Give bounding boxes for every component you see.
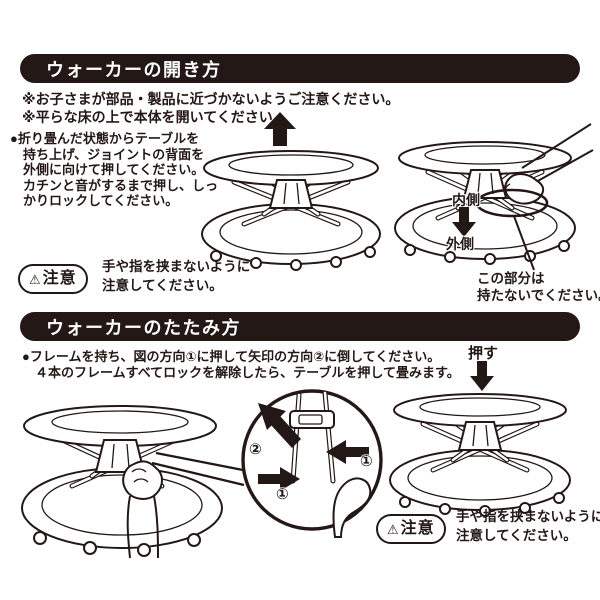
caster-wheels <box>210 246 376 271</box>
para-line: ●フレームを持ち、図の方向①に押して矢印の方向②に倒してください。 <box>22 349 441 364</box>
caster-wheels <box>33 531 201 557</box>
caution-text: 手や指を挟まないように 注意してください。 <box>456 508 600 545</box>
leader-line <box>513 215 535 271</box>
para-line: ●折り畳んだ状態からテーブルを <box>10 131 200 146</box>
section1-header: ウォーカーの開き方 <box>20 54 580 83</box>
section2-paragraph: ●フレームを持ち、図の方向①に押して矢印の方向②に倒してください。 ４本のフレー… <box>22 349 460 380</box>
caution-badge: ⚠ 注意 <box>18 264 88 294</box>
do-not-hold-note: この部分は 持たないでください。 <box>477 270 600 304</box>
caster-wheels <box>404 240 570 265</box>
note-line: ※お子さまが部品・製品に近づかないようご注意ください。 <box>22 91 400 107</box>
walker-fold-grip-illustration <box>21 405 223 559</box>
arrow-step1-left-icon <box>258 467 300 491</box>
section1-paragraph: ●折り畳んだ状態からテーブルを 持ち上げ、ジョイントの背面を 外側に向けて押して… <box>10 131 218 209</box>
outer-side-label: 外側 <box>446 236 474 252</box>
arrow-step2-icon <box>258 403 301 448</box>
up-arrow-icon <box>264 112 296 146</box>
push-down-arrow-icon <box>470 361 494 391</box>
walker-open-step1-illustration <box>201 112 381 271</box>
do-not-hold-highlight-oval <box>475 188 549 218</box>
step2-number-label: ② <box>249 441 262 458</box>
warning-triangle-icon: ⚠ <box>29 271 41 287</box>
caution-line: 手や指を挟まないように <box>456 509 600 524</box>
down-arrow-icon <box>452 207 476 237</box>
lock-release-detail-magnifier <box>241 389 383 538</box>
step1-number-label: ① <box>360 453 373 470</box>
para-line: ４本のフレームすべてロックを解除したら、テーブルを押して畳みます。 <box>35 364 460 380</box>
zoom-leader-lines <box>151 451 249 487</box>
caution-line: 注意してください。 <box>102 277 223 293</box>
hold-note-line: この部分は <box>477 271 545 286</box>
section1-title: ウォーカーの開き方 <box>46 59 222 80</box>
caution-badge-label: 注意 <box>400 520 435 537</box>
arrow-step1-right-icon <box>326 440 369 464</box>
caution-line: 手や指を挟まないように <box>102 259 251 274</box>
caution-line: 注意してください。 <box>456 527 577 543</box>
para-line: かりロックしてください。 <box>23 193 179 208</box>
caution-text: 手や指を挟まないように 注意してください。 <box>102 258 250 295</box>
caution-badge: ⚠ 注意 <box>376 514 446 544</box>
para-line: カチンと音がするまで押し、しっ <box>23 177 219 193</box>
note-line: ※平らな床の上で本体を開いてください。 <box>22 109 287 125</box>
caster-wheels <box>399 492 565 517</box>
thumb-icon <box>332 477 372 538</box>
hold-note-line: 持たないでください。 <box>477 288 600 303</box>
push-label: 押す <box>468 345 499 362</box>
pushing-hand-icon <box>504 123 594 205</box>
walker-open-step2-illustration <box>394 123 594 271</box>
inner-side-label: 内側 <box>452 192 480 208</box>
section1-notes: ※お子さまが部品・製品に近づかないようご注意ください。 ※平らな床の上で本体を開… <box>22 90 399 126</box>
para-line: 外側に向けて押してください。 <box>23 162 205 177</box>
section2-title: ウォーカーのたたみ方 <box>46 317 241 338</box>
gripping-hand-icon <box>122 460 163 559</box>
step1-number-label: ① <box>276 486 289 503</box>
para-line: 持ち上げ、ジョイントの背面を <box>23 146 205 162</box>
caution-badge-label: 注意 <box>42 270 77 287</box>
walker-fold-push-illustration <box>389 393 571 517</box>
section2-header: ウォーカーのたたみ方 <box>20 312 580 341</box>
warning-triangle-icon: ⚠ <box>387 521 399 537</box>
